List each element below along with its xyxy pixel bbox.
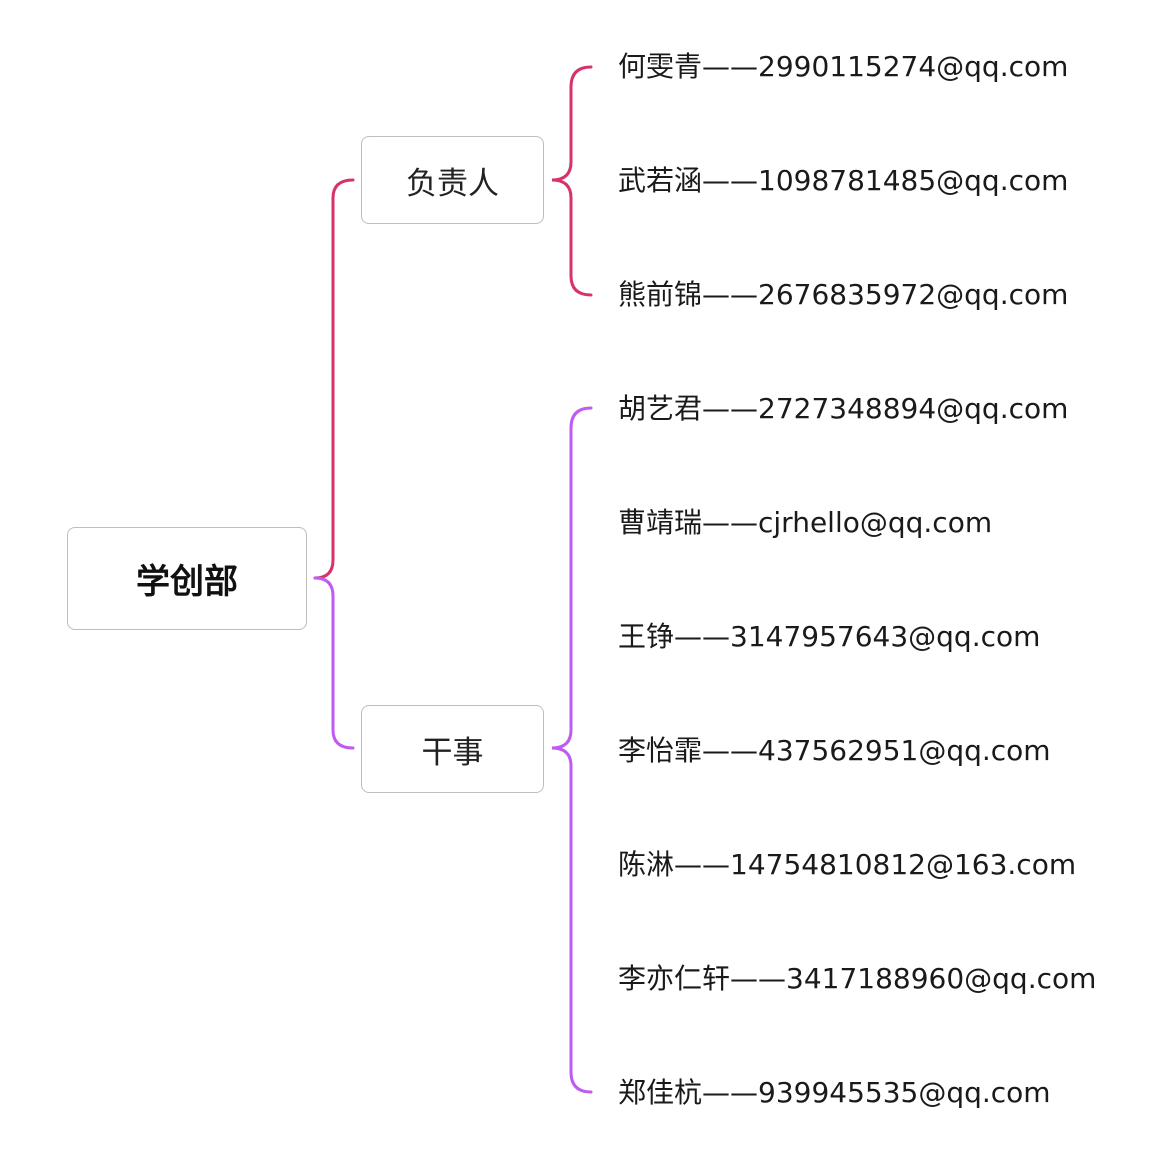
branch-node-leaders: 负责人 xyxy=(361,136,544,224)
leaf-member: 何雯青——2990115274@qq.com xyxy=(618,50,1069,83)
staff-bracket xyxy=(551,406,593,1094)
branch-node-staff: 干事 xyxy=(361,705,544,793)
leaf-member: 武若涵——1098781485@qq.com xyxy=(618,164,1069,197)
leaf-member: 胡艺君——2727348894@qq.com xyxy=(618,392,1069,425)
leaders-bracket xyxy=(551,65,593,297)
root-node: 学创部 xyxy=(67,527,307,630)
leaf-member: 陈淋——14754810812@163.com xyxy=(618,848,1077,881)
leaf-member: 熊前锦——2676835972@qq.com xyxy=(618,278,1069,311)
branch-label-staff: 干事 xyxy=(421,734,484,771)
leaf-member: 李亦仁轩——3417188960@qq.com xyxy=(618,962,1097,995)
root-label: 学创部 xyxy=(136,562,238,602)
leaf-member: 曹靖瑞——cjrhello@qq.com xyxy=(618,506,993,539)
root-to-leaders-connector xyxy=(313,178,355,580)
root-to-staff-connector xyxy=(313,576,355,750)
leaf-member: 郑佳杭——939945535@qq.com xyxy=(618,1076,1051,1109)
leaf-member: 王铮——3147957643@qq.com xyxy=(618,620,1041,653)
branch-label-leaders: 负责人 xyxy=(406,165,499,202)
leaf-member: 李怡霏——437562951@qq.com xyxy=(618,734,1051,767)
